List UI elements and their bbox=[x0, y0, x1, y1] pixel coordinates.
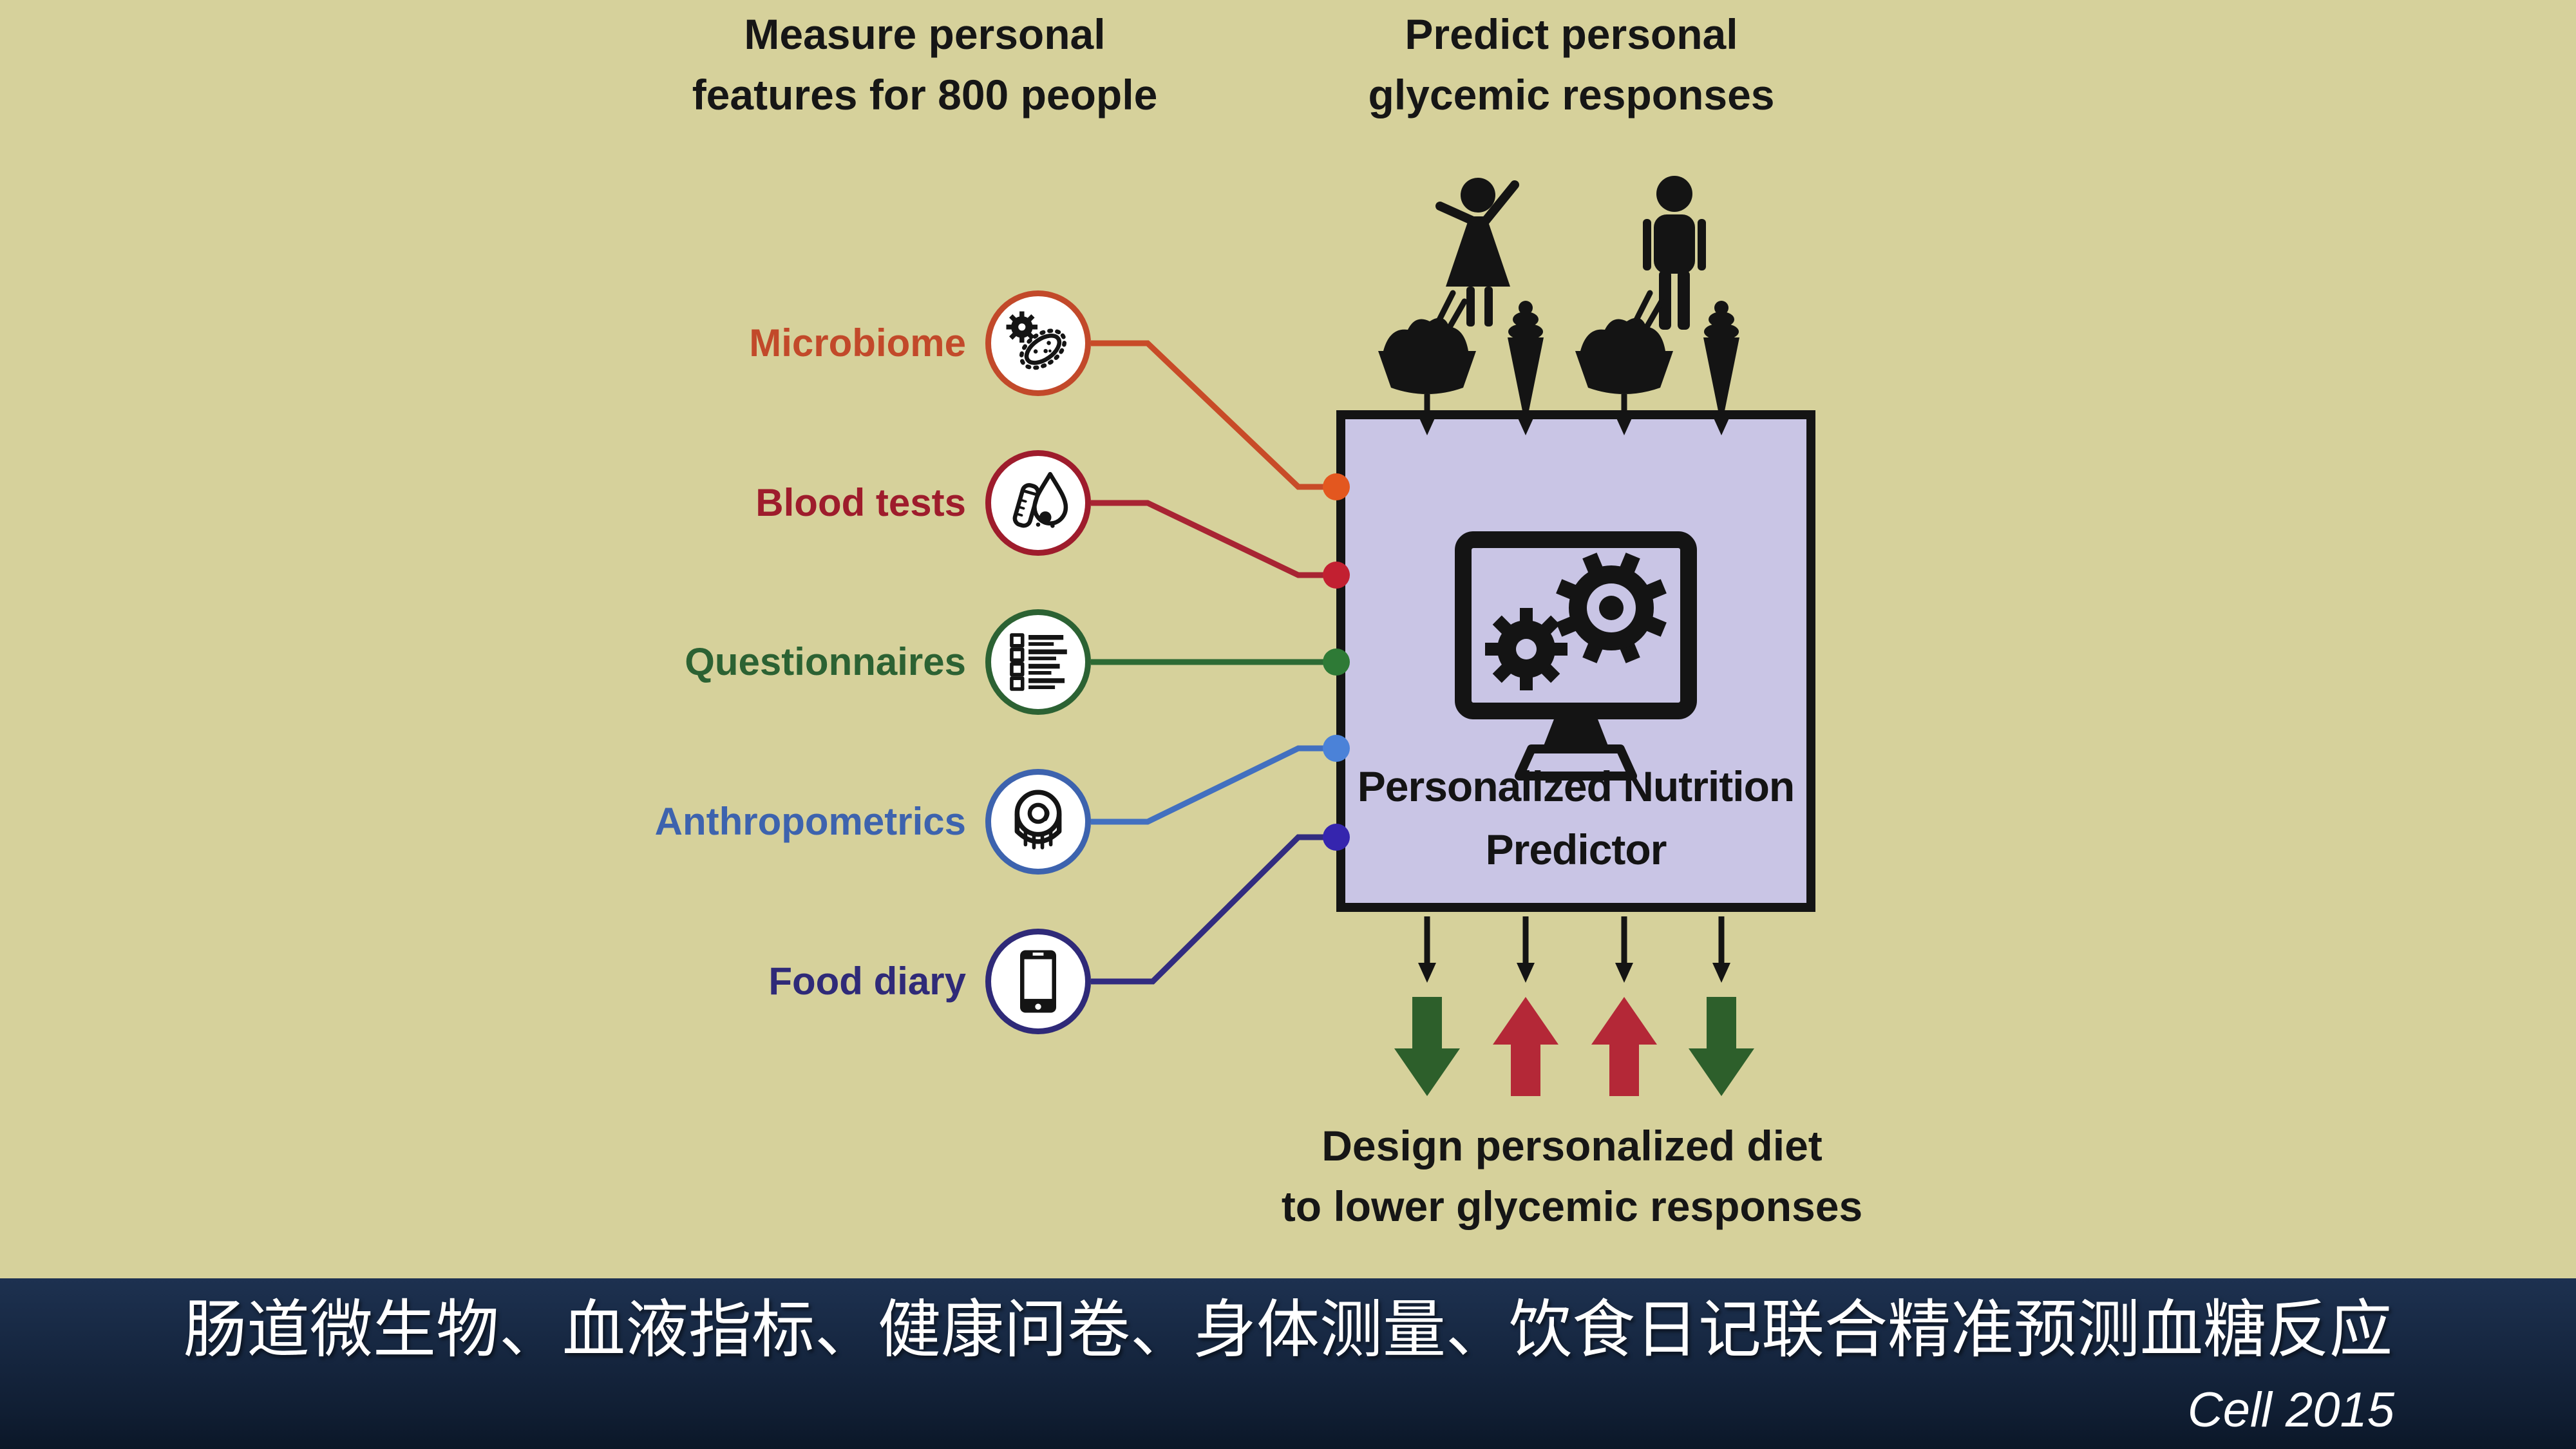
blood-test-icon bbox=[1012, 471, 1068, 528]
man-icon bbox=[1643, 176, 1706, 330]
design-diet-caption: Design personalized diet to lower glycem… bbox=[1281, 1122, 1863, 1230]
circle-food-diary bbox=[985, 929, 1091, 1034]
measuring-tape-icon bbox=[1014, 790, 1062, 849]
checklist-icon bbox=[1010, 633, 1067, 691]
microbe-icon bbox=[1006, 311, 1067, 370]
citation: Cell 2015 bbox=[2187, 1383, 2394, 1437]
glycemic-response-arrows bbox=[1394, 997, 1754, 1096]
predictor-box-label: Personalized Nutrition Predictor bbox=[1357, 762, 1795, 873]
circle-questionnaires bbox=[985, 609, 1091, 715]
connector-blood-tests bbox=[1091, 500, 1336, 578]
glycemic-up-arrow bbox=[1493, 997, 1558, 1096]
footer-bar bbox=[0, 1278, 2576, 1449]
connector-food-diary bbox=[1091, 834, 1336, 985]
circle-microbiome bbox=[985, 290, 1091, 396]
rice-bowl-icon-2 bbox=[1575, 290, 1673, 394]
label-microbiome: Microbiome bbox=[749, 321, 966, 365]
glycemic-down-arrow bbox=[1689, 997, 1754, 1096]
footer-headline: 肠道微生物、血液指标、健康问卷、身体测量、饮食日记联合精准预测血糖反应 bbox=[183, 1294, 2392, 1365]
connector-microbiome bbox=[1091, 340, 1336, 490]
glycemic-up-arrow bbox=[1591, 997, 1657, 1096]
smartphone-icon bbox=[1020, 950, 1056, 1013]
label-questionnaires: Questionnaires bbox=[685, 640, 966, 683]
label-anthropometrics: Anthropometrics bbox=[654, 800, 966, 843]
woman-icon bbox=[1435, 178, 1519, 327]
heading-measure: Measure personal features for 800 people bbox=[692, 10, 1158, 118]
circle-anthropometrics bbox=[985, 769, 1091, 875]
label-food-diary: Food diary bbox=[768, 960, 966, 1003]
connector-anthropometrics bbox=[1091, 745, 1336, 825]
heading-predict: Predict personal glycemic responses bbox=[1368, 10, 1775, 118]
label-blood-tests: Blood tests bbox=[755, 481, 966, 524]
glycemic-down-arrow bbox=[1394, 997, 1460, 1096]
ice-cream-icon-2 bbox=[1703, 301, 1739, 419]
rice-bowl-icon bbox=[1378, 290, 1476, 394]
circle-blood-tests bbox=[985, 450, 1091, 556]
ice-cream-icon bbox=[1508, 301, 1544, 419]
output-arrows bbox=[1418, 916, 1730, 983]
